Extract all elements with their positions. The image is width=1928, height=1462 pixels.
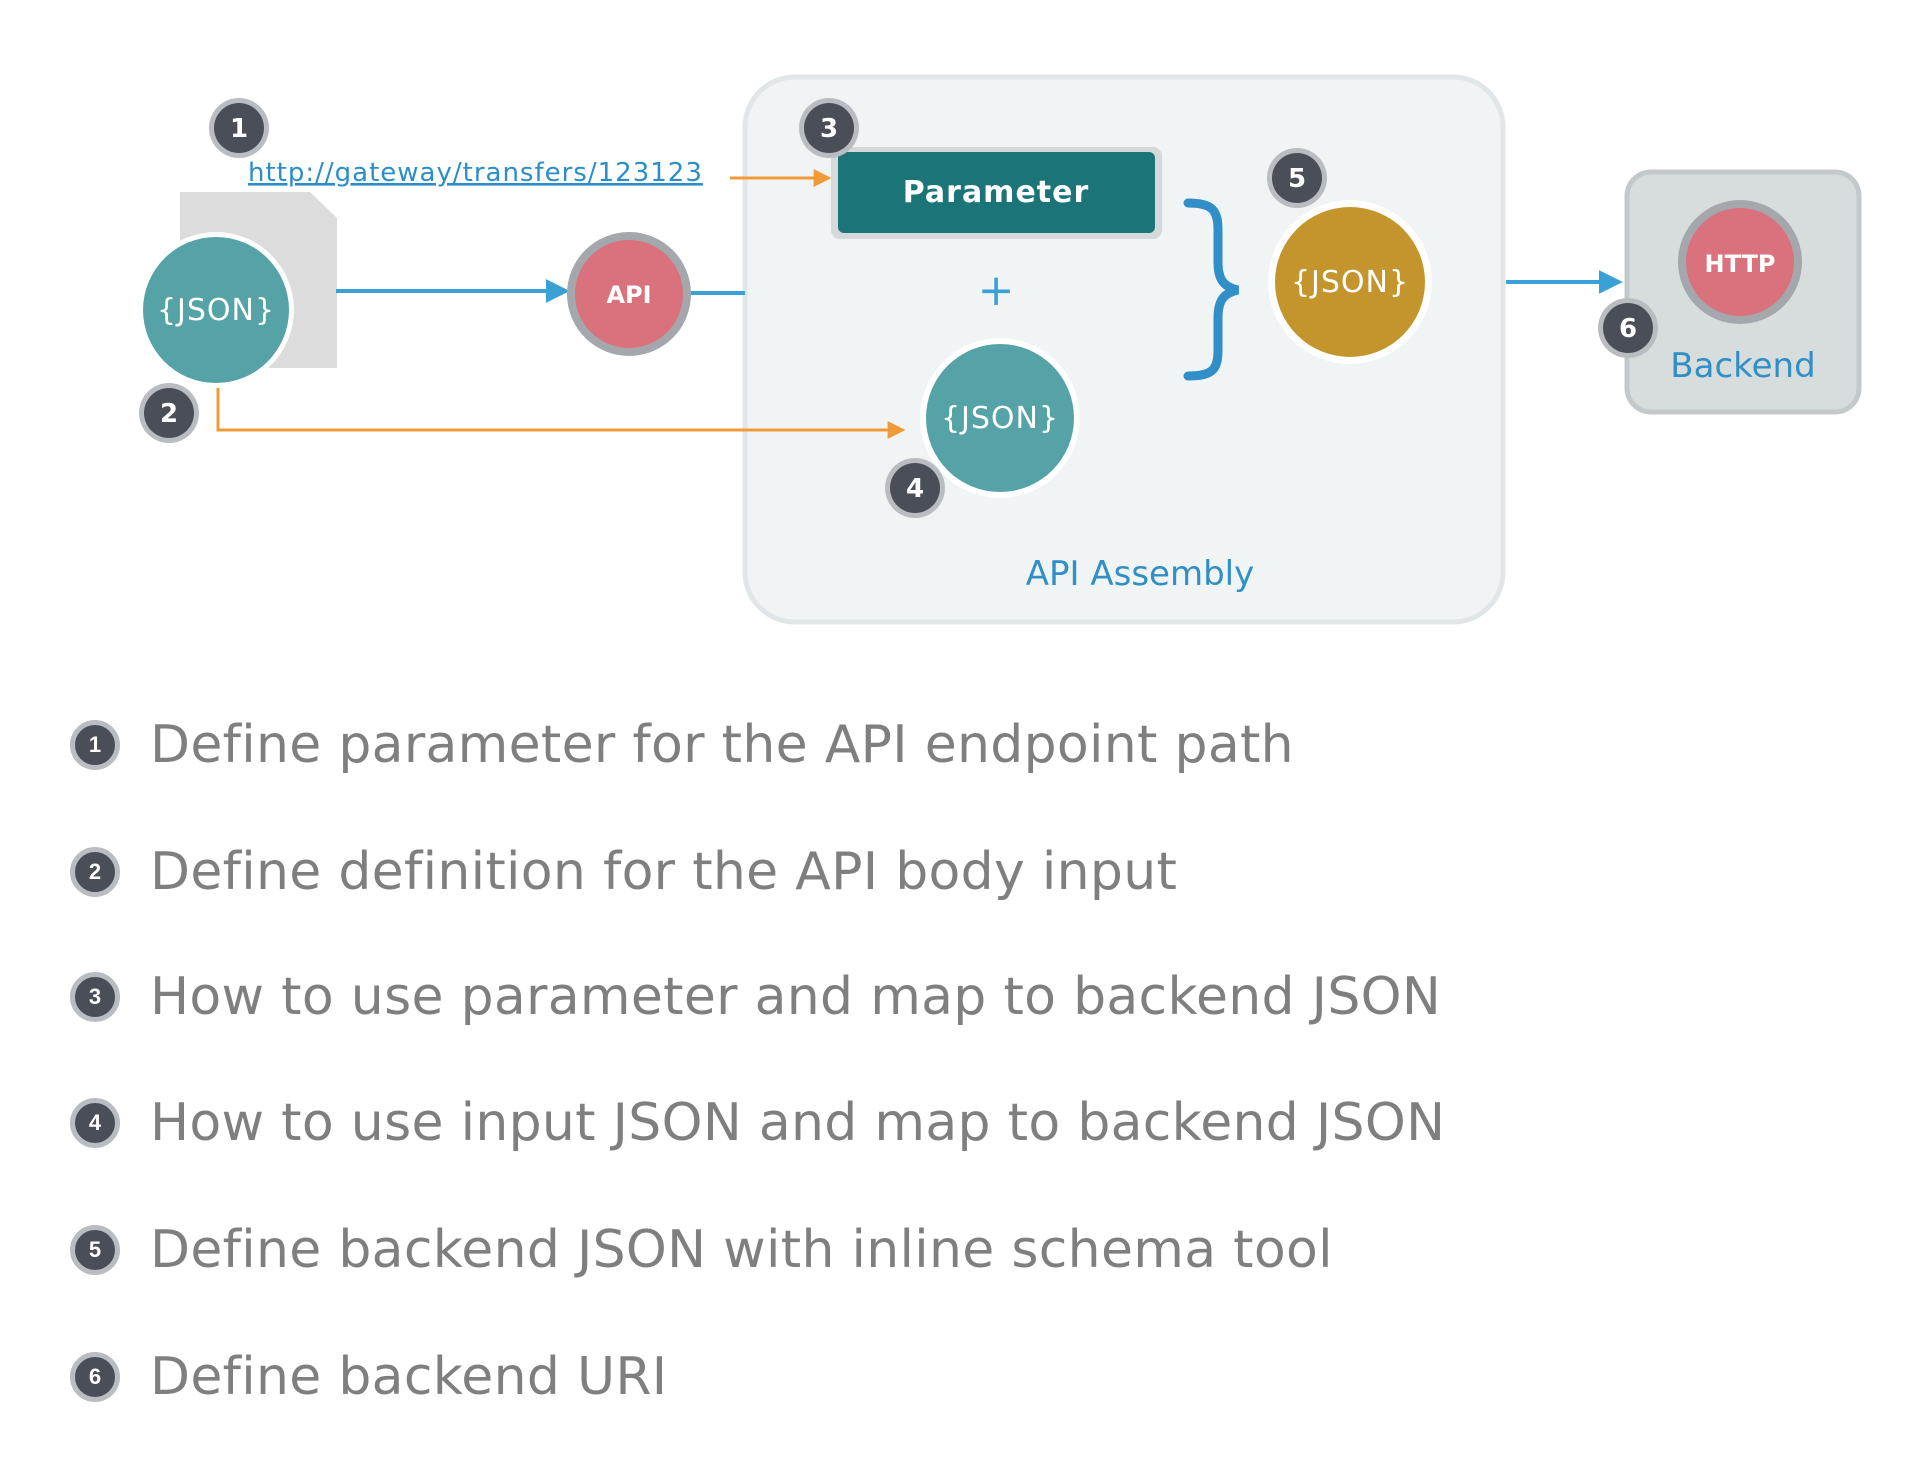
api-label: API xyxy=(606,281,651,309)
legend-badge: 3 xyxy=(70,972,120,1022)
legend-item: 2 Define definition for the API body inp… xyxy=(70,837,1177,907)
plus-sign: + xyxy=(978,265,1015,316)
legend-text: Define parameter for the API endpoint pa… xyxy=(150,715,1294,775)
legend-text: Define backend URI xyxy=(150,1347,668,1407)
svg-text:1: 1 xyxy=(230,114,248,144)
endpoint-url-link[interactable]: http://gateway/transfers/123123 xyxy=(248,158,703,188)
legend-item: 1 Define parameter for the API endpoint … xyxy=(70,710,1294,780)
legend-text: How to use input JSON and map to backend… xyxy=(150,1093,1446,1153)
legend-item: 4 How to use input JSON and map to backe… xyxy=(70,1088,1445,1158)
legend-badge: 6 xyxy=(70,1352,120,1402)
flow-diagram: API Assembly Backend http://gateway/tran… xyxy=(138,74,1862,625)
http-label: HTTP xyxy=(1705,250,1776,278)
assembly-input-json-label: {JSON} xyxy=(941,401,1059,436)
legend-badge: 4 xyxy=(70,1098,120,1148)
api-assembly-label: API Assembly xyxy=(1026,554,1254,594)
badge-4: 4 xyxy=(885,458,945,518)
legend-item: 6 Define backend URI xyxy=(70,1342,667,1412)
legend-text: Define backend JSON with inline schema t… xyxy=(150,1220,1333,1280)
legend-text: Define definition for the API body input xyxy=(150,842,1178,902)
combine-brace xyxy=(1183,198,1240,381)
svg-text:5: 5 xyxy=(1288,164,1306,194)
svg-text:6: 6 xyxy=(1619,314,1637,344)
svg-text:3: 3 xyxy=(820,114,838,144)
legend-item: 3 How to use parameter and map to backen… xyxy=(70,962,1441,1032)
legend-badge: 5 xyxy=(70,1225,120,1275)
input-json-label: {JSON} xyxy=(157,293,275,328)
parameter-label: Parameter xyxy=(903,175,1090,210)
badge-5: 5 xyxy=(1267,148,1327,208)
svg-text:4: 4 xyxy=(906,474,924,504)
body-to-json-arrow xyxy=(216,386,906,439)
legend-badge: 2 xyxy=(70,847,120,897)
backend-json-label: {JSON} xyxy=(1291,265,1409,300)
legend-item: 5 Define backend JSON with inline schema… xyxy=(70,1215,1333,1285)
badge-1: 1 xyxy=(209,98,269,158)
legend-text: How to use parameter and map to backend … xyxy=(150,967,1442,1027)
backend-label: Backend xyxy=(1670,346,1815,386)
badge-3: 3 xyxy=(799,98,859,158)
legend-badge: 1 xyxy=(70,720,120,770)
svg-text:2: 2 xyxy=(160,399,178,429)
badge-2: 2 xyxy=(139,383,199,443)
badge-6: 6 xyxy=(1598,298,1658,358)
